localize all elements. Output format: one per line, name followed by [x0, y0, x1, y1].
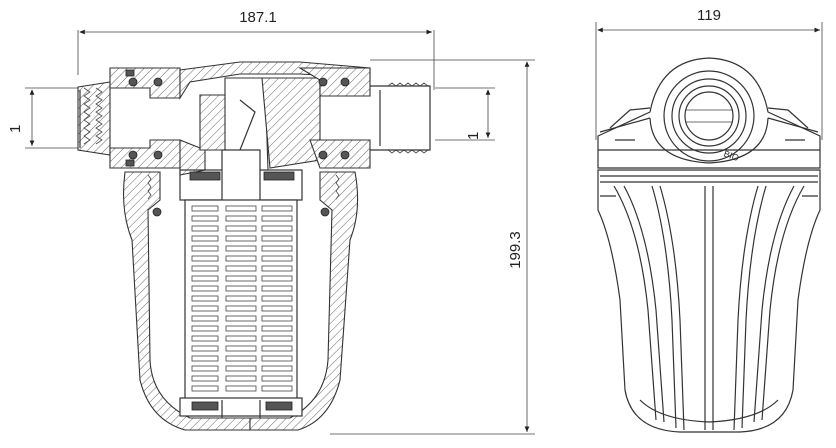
mesh-slot — [191, 325, 219, 332]
mesh-slot — [261, 285, 293, 292]
mesh-slot — [191, 285, 219, 292]
mesh-slot — [261, 305, 293, 312]
front-view: 119 BIO — [595, 7, 823, 433]
width-dimension-left-label: 187.1 — [239, 9, 277, 26]
mesh-slot — [261, 365, 293, 372]
mesh-slot — [261, 235, 293, 242]
mesh-slot — [225, 375, 257, 382]
height-dimension-label: 199.3 — [507, 231, 524, 269]
mesh-slot — [191, 335, 219, 342]
mesh-slot — [191, 205, 219, 212]
mesh-slot — [261, 385, 293, 392]
mesh-slot — [225, 205, 257, 212]
mesh-slot — [191, 365, 219, 372]
mesh-slot — [225, 245, 257, 252]
filter-bowl — [123, 171, 359, 431]
front-head — [597, 57, 821, 169]
front-port: BIO — [663, 70, 755, 163]
mesh-slot — [261, 325, 293, 332]
mesh-slot — [191, 255, 219, 262]
mesh-slot — [225, 285, 257, 292]
mesh-slot — [225, 325, 257, 332]
outlet-fitting — [318, 77, 431, 160]
mesh-slot — [261, 275, 293, 282]
mesh-slot — [261, 375, 293, 382]
mesh-slot — [225, 215, 257, 222]
mesh-slot — [191, 345, 219, 352]
mesh-slot — [261, 295, 293, 302]
mesh-slot — [191, 215, 219, 222]
front-bowl — [597, 169, 821, 433]
width-dimension-right: 119 — [595, 7, 823, 140]
mesh-slot — [261, 205, 293, 212]
filter-mesh — [191, 205, 293, 392]
mesh-slot — [225, 335, 257, 342]
mesh-slot — [191, 225, 219, 232]
mesh-slot — [225, 365, 257, 372]
mesh-slot — [261, 265, 293, 272]
mesh-slot — [191, 385, 219, 392]
mesh-slot — [225, 385, 257, 392]
mesh-slot — [261, 335, 293, 342]
height-dimension: 199.3 — [330, 59, 535, 435]
inlet-dimension-label: 1 — [7, 125, 24, 133]
filter-cartridge — [179, 149, 303, 418]
mesh-slot — [225, 355, 257, 362]
mesh-slot — [191, 275, 219, 282]
mesh-slot — [225, 315, 257, 322]
mesh-slot — [191, 235, 219, 242]
bowl-ribs — [613, 185, 805, 431]
width-dimension-left: 187.1 — [77, 9, 435, 90]
mesh-slot — [225, 255, 257, 262]
mesh-slot — [261, 245, 293, 252]
mesh-slot — [261, 345, 293, 352]
inlet-thread — [83, 87, 103, 145]
mesh-slot — [225, 305, 257, 312]
mesh-slot — [191, 355, 219, 362]
width-dimension-right-label: 119 — [697, 7, 721, 24]
mesh-slot — [225, 345, 257, 352]
inlet-dimension: 1 — [7, 87, 80, 149]
mesh-slot — [225, 275, 257, 282]
mesh-slot — [261, 315, 293, 322]
mesh-slot — [191, 315, 219, 322]
mesh-slot — [225, 235, 257, 242]
cap-marking: BIO — [722, 148, 740, 163]
mesh-slot — [225, 265, 257, 272]
mesh-slot — [191, 265, 219, 272]
inlet-fitting — [77, 67, 181, 169]
mesh-slot — [261, 255, 293, 262]
mesh-slot — [191, 245, 219, 252]
mesh-slot — [261, 215, 293, 222]
filter-head — [179, 61, 371, 176]
outlet-dimension-label: 1 — [465, 132, 482, 140]
outlet-thread — [387, 82, 429, 154]
mesh-slot — [191, 295, 219, 302]
mesh-slot — [261, 225, 293, 232]
outlet-dimension: 1 — [435, 87, 495, 141]
mesh-slot — [225, 225, 257, 232]
mesh-slot — [225, 295, 257, 302]
section-view: 187.1 199.3 1 1 — [7, 9, 535, 435]
mesh-slot — [261, 355, 293, 362]
mesh-slot — [191, 375, 219, 382]
mesh-slot — [191, 305, 219, 312]
